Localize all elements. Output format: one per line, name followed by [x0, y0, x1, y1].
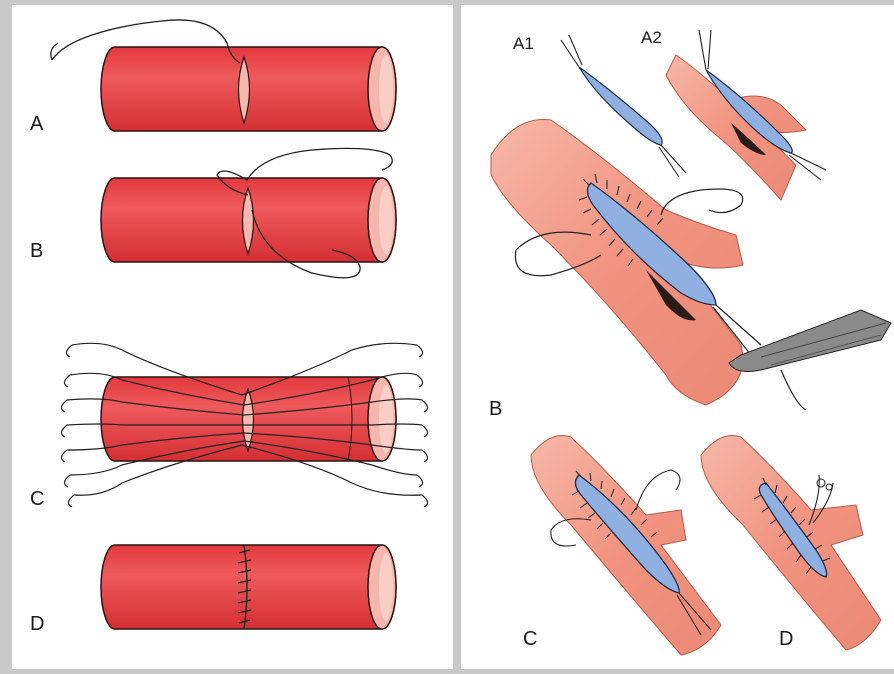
vessel-d	[101, 545, 396, 629]
label-a1: A1	[513, 34, 534, 53]
label-d: D	[30, 613, 44, 635]
arteriotomy-closure-illustration: A B	[12, 5, 453, 669]
vessel-d	[701, 435, 881, 650]
label-a: A	[30, 113, 44, 135]
vessel-b	[101, 148, 396, 277]
vessel-c	[531, 435, 721, 655]
label-c: C	[30, 488, 44, 510]
needle-holder	[729, 310, 891, 371]
vessel-b	[491, 119, 891, 410]
vessel-a2	[666, 30, 826, 200]
label-b: B	[489, 398, 502, 420]
label-c: C	[523, 628, 537, 650]
vessel-a	[51, 20, 396, 131]
label-d: D	[779, 628, 793, 650]
patch-angioplasty-illustration: A1 A2 B	[461, 5, 894, 669]
left-panel: A B	[12, 5, 453, 669]
label-a2: A2	[641, 28, 662, 47]
label-b: B	[30, 240, 43, 262]
vessel-c	[61, 343, 427, 507]
right-panel: A1 A2 B	[461, 5, 894, 669]
